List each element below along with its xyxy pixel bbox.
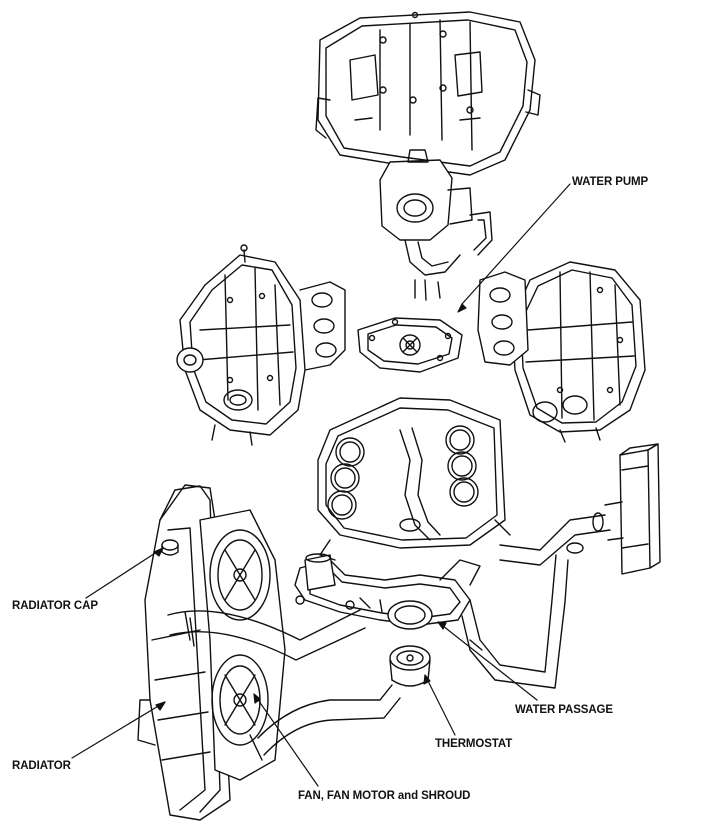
heater-core-part xyxy=(604,443,661,575)
leader-lines xyxy=(71,183,571,787)
leader-water-pump xyxy=(461,183,571,305)
leader-water-passage xyxy=(437,621,538,701)
leader-radiator-cap xyxy=(85,547,164,599)
thermostat-label: THERMOSTAT xyxy=(435,738,513,750)
leader-radiator xyxy=(71,701,166,759)
intake-manifold xyxy=(315,11,541,301)
coolant-hoses xyxy=(167,512,611,761)
water-pump-label: WATER PUMP xyxy=(572,176,649,188)
fan-shroud-part xyxy=(199,509,286,781)
water-passage-label: WATER PASSAGE xyxy=(515,704,613,716)
engine-block xyxy=(317,397,511,561)
leader-thermostat xyxy=(424,674,456,736)
leader-fan xyxy=(253,693,319,787)
left-cylinder-head xyxy=(176,244,346,446)
radiator-label: RADIATOR xyxy=(12,760,71,772)
radiator-cap-label: RADIATOR CAP xyxy=(12,600,98,612)
water-passage-housing xyxy=(294,553,481,630)
fan-label: FAN, FAN MOTOR and SHROUD xyxy=(298,790,471,802)
thermostat-part xyxy=(389,645,431,687)
water-pump-part xyxy=(357,317,463,373)
right-cylinder-head xyxy=(477,261,646,443)
